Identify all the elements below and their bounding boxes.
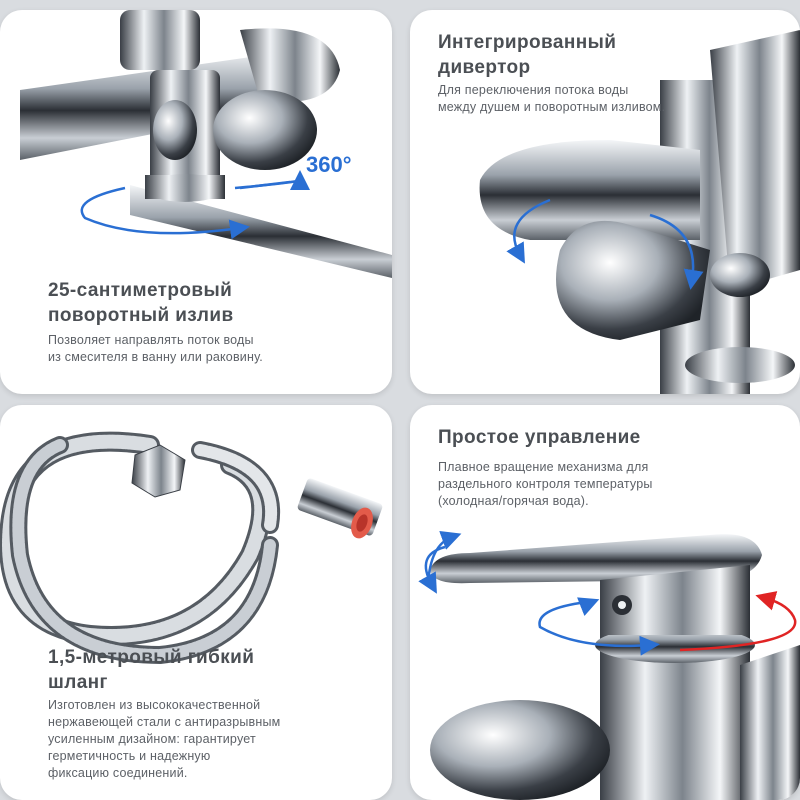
control-description: Плавное вращение механизма для раздельно…: [438, 460, 653, 508]
hose-description: Изготовлен из высококачественной нержаве…: [48, 698, 281, 780]
rotation-badge: 360°: [306, 152, 352, 177]
feature-card-hose: 1,5-метровый гибкий шланг Изготовлен из …: [0, 405, 392, 800]
flexible-hose-illustration: [0, 431, 383, 665]
spout-description: Позволяет направлять поток воды из смеси…: [48, 333, 263, 364]
hose-title: 1,5-метровый гибкий шланг: [48, 647, 255, 693]
diverter-title: Интегрированный дивертор: [438, 32, 617, 78]
mixer-lever-illustration: [418, 531, 800, 800]
feature-card-control: Простое управление Плавное вращение меха…: [410, 405, 800, 800]
swivel-spout-illustration: [20, 10, 392, 278]
control-title: Простое управление: [438, 427, 641, 448]
feature-card-spout: 360° 25-сантиметровый поворотный излив П…: [0, 10, 392, 394]
feature-card-diverter: Интегрированный дивертор Для переключени…: [410, 10, 800, 394]
diverter-description: Для переключения потока воды между душем…: [438, 83, 666, 114]
spout-title: 25-сантиметровый поворотный излив: [48, 280, 234, 326]
diverter-illustration: [479, 30, 800, 394]
